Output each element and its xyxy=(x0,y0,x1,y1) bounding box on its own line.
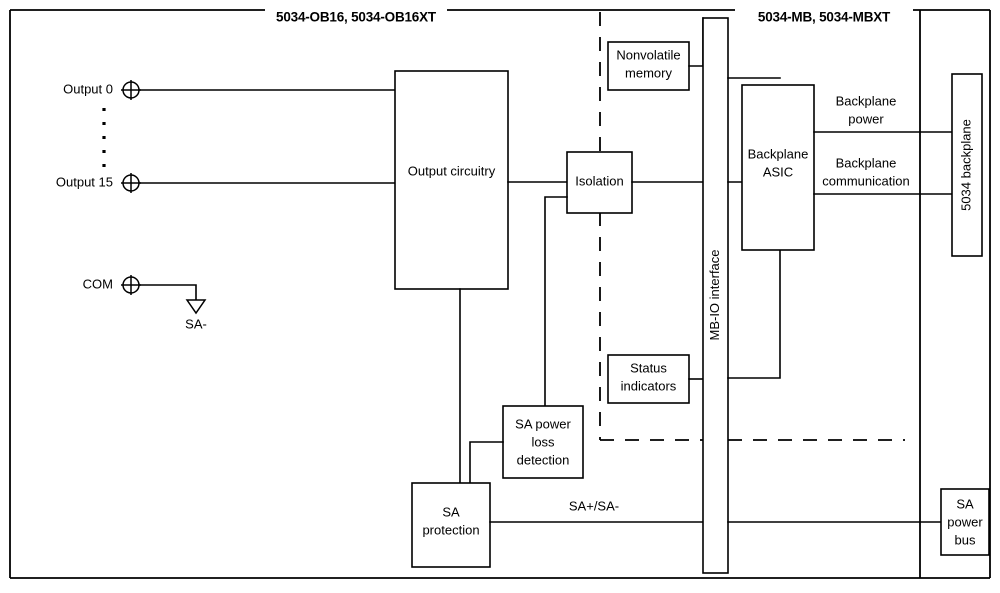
wire-mbio-to-backplane-asic-bottom xyxy=(727,249,781,379)
sa-power-bus-label-line3: bus xyxy=(955,532,976,547)
wire-sa-power-loss-to-sa-protection xyxy=(469,441,504,484)
block-isolation: Isolation xyxy=(566,151,633,214)
terminal-symbol-cross xyxy=(121,173,141,193)
block-mb-io-interface: MB-IO interface xyxy=(702,17,729,574)
wire-label-backplane-comm-line2: communication xyxy=(822,173,909,188)
block-sa-protection: SA protection xyxy=(411,482,491,568)
output-circuitry-box xyxy=(394,70,509,290)
sa-protection-box xyxy=(411,482,491,568)
sa-power-loss-label-line1: SA power xyxy=(515,416,571,431)
backplane-5034-box xyxy=(951,73,983,257)
nonvolatile-memory-label-line1: Nonvolatile xyxy=(616,47,680,62)
section-title-left: 5034-OB16, 5034-OB16XT xyxy=(276,10,437,25)
nonvolatile-memory-label-line2: memory xyxy=(625,65,672,80)
sa-power-bus-label-line1: SA xyxy=(956,496,974,511)
terminal-com: COM SA- xyxy=(83,275,207,331)
terminal-label-output-0: Output 0 xyxy=(63,81,113,96)
backplane-asic-box xyxy=(741,84,815,251)
wire-isolation-to-sa-power-loss xyxy=(544,196,568,407)
backplane-5034-label: 5034 backplane xyxy=(958,119,973,211)
block-5034-backplane: 5034 backplane xyxy=(951,73,983,257)
backplane-asic-label-line2: ASIC xyxy=(763,164,793,179)
output-circuitry-label: Output circuitry xyxy=(408,163,496,178)
terminal-symbol-cross xyxy=(121,80,141,100)
mb-io-interface-label: MB-IO interface xyxy=(707,249,722,340)
block-nonvolatile-memory: Nonvolatile memory xyxy=(607,41,690,91)
terminal-label-output-15: Output 15 xyxy=(56,174,113,189)
block-status-indicators: Status indicators xyxy=(607,354,690,404)
module-boundary xyxy=(9,9,991,579)
section-title-right: 5034-MB, 5034-MBXT xyxy=(758,10,891,25)
sa-power-loss-label-line3: detection xyxy=(517,452,570,467)
wire-label-backplane-comm-line1: Backplane xyxy=(836,155,897,170)
isolation-boundary xyxy=(599,12,905,441)
mb-io-interface-box xyxy=(702,17,729,574)
status-indicators-label-line2: indicators xyxy=(621,378,677,393)
wire-nonvolatile-to-mbio xyxy=(688,17,704,67)
sa-power-loss-box xyxy=(502,405,584,479)
sa-power-bus-box xyxy=(940,488,990,556)
isolation-box xyxy=(566,151,633,214)
sa-protection-label-line1: SA xyxy=(442,504,460,519)
sa-protection-label-line2: protection xyxy=(422,522,479,537)
terminal-symbol-cross xyxy=(121,275,141,295)
terminal-output-0: Output 0 xyxy=(63,80,396,100)
status-indicators-label-line1: Status xyxy=(630,360,667,375)
isolation-label: Isolation xyxy=(575,173,623,188)
ground-triangle-icon xyxy=(185,299,207,315)
wire-label-sa-plus-minus: SA+/SA- xyxy=(569,498,619,513)
sa-power-bus-label-line2: power xyxy=(947,514,983,529)
ground-label: SA- xyxy=(185,316,207,331)
wire-label-backplane-power-line2: power xyxy=(848,111,884,126)
block-sa-power-bus: SA power bus xyxy=(940,488,990,556)
backplane-asic-label-line1: Backplane xyxy=(748,146,809,161)
terminal-output-15: Output 15 xyxy=(56,173,396,193)
wire-label-backplane-power-line1: Backplane xyxy=(836,93,897,108)
terminal-label-com: COM xyxy=(83,276,113,291)
block-output-circuitry: Output circuitry xyxy=(394,70,509,290)
sa-power-loss-label-line2: loss xyxy=(531,434,555,449)
block-backplane-asic: Backplane ASIC xyxy=(741,84,815,251)
block-sa-power-loss-detection: SA power loss detection xyxy=(502,405,584,479)
wire-com-to-ground xyxy=(139,284,197,301)
